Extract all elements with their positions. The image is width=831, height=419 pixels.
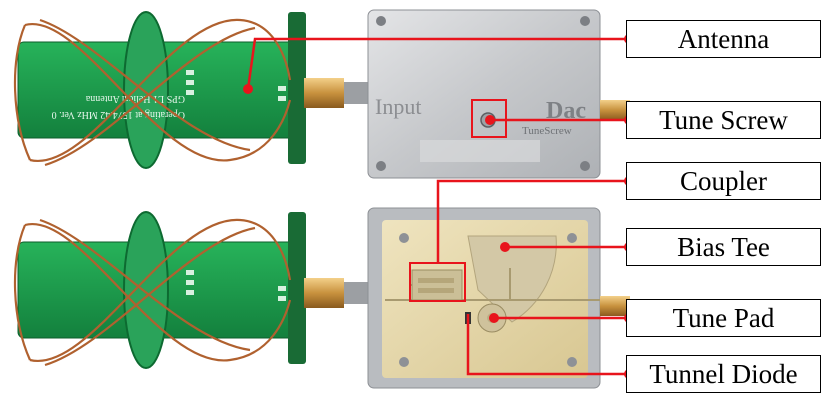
top-antenna-reflector-disc — [123, 11, 169, 169]
input-engraving: Input — [375, 94, 421, 119]
coupler-structure — [411, 269, 463, 301]
callout-leaders — [246, 37, 629, 376]
bottom-output-connector — [600, 296, 630, 316]
top-copper-helix — [13, 18, 292, 167]
tunescrew-engraving: TuneScrew — [522, 125, 572, 137]
label-tune-screw: Tune Screw — [626, 101, 821, 139]
top-antenna-mount-plate — [288, 12, 306, 164]
top-pcb-silkscreen-1: GPS L1 Helical Antenna — [85, 93, 185, 104]
bottom-copper-helix — [13, 218, 292, 367]
tune-screw-highlight — [471, 99, 507, 138]
label-antenna: Antenna — [626, 20, 821, 58]
coupler-leader — [436, 179, 629, 264]
top-sma-connector — [304, 78, 344, 108]
bottom-sma-connector — [304, 278, 344, 308]
bottom-helical-antenna — [13, 211, 370, 369]
top-helical-antenna: GPS L1 Helical Antenna Operating at 1574… — [13, 11, 370, 169]
top-output-connector — [600, 100, 630, 120]
label-tunnel-diode: Tunnel Diode — [626, 355, 821, 393]
bottom-enclosure-open — [367, 207, 630, 389]
top-pcb-silkscreen-2: Operating at 1574.42 MHz Ver. 0 — [52, 109, 185, 120]
label-coupler: Coupler — [626, 162, 821, 200]
bottom-antenna-mount-plate — [288, 212, 306, 364]
antenna-leader — [246, 37, 629, 90]
top-enclosure: Input Dac TuneScrew — [367, 9, 630, 179]
label-tune-pad: Tune Pad — [626, 299, 821, 337]
label-bias-tee: Bias Tee — [626, 228, 821, 266]
tunnel-diode-leader — [466, 314, 629, 376]
bottom-antenna-reflector-disc — [123, 211, 169, 369]
